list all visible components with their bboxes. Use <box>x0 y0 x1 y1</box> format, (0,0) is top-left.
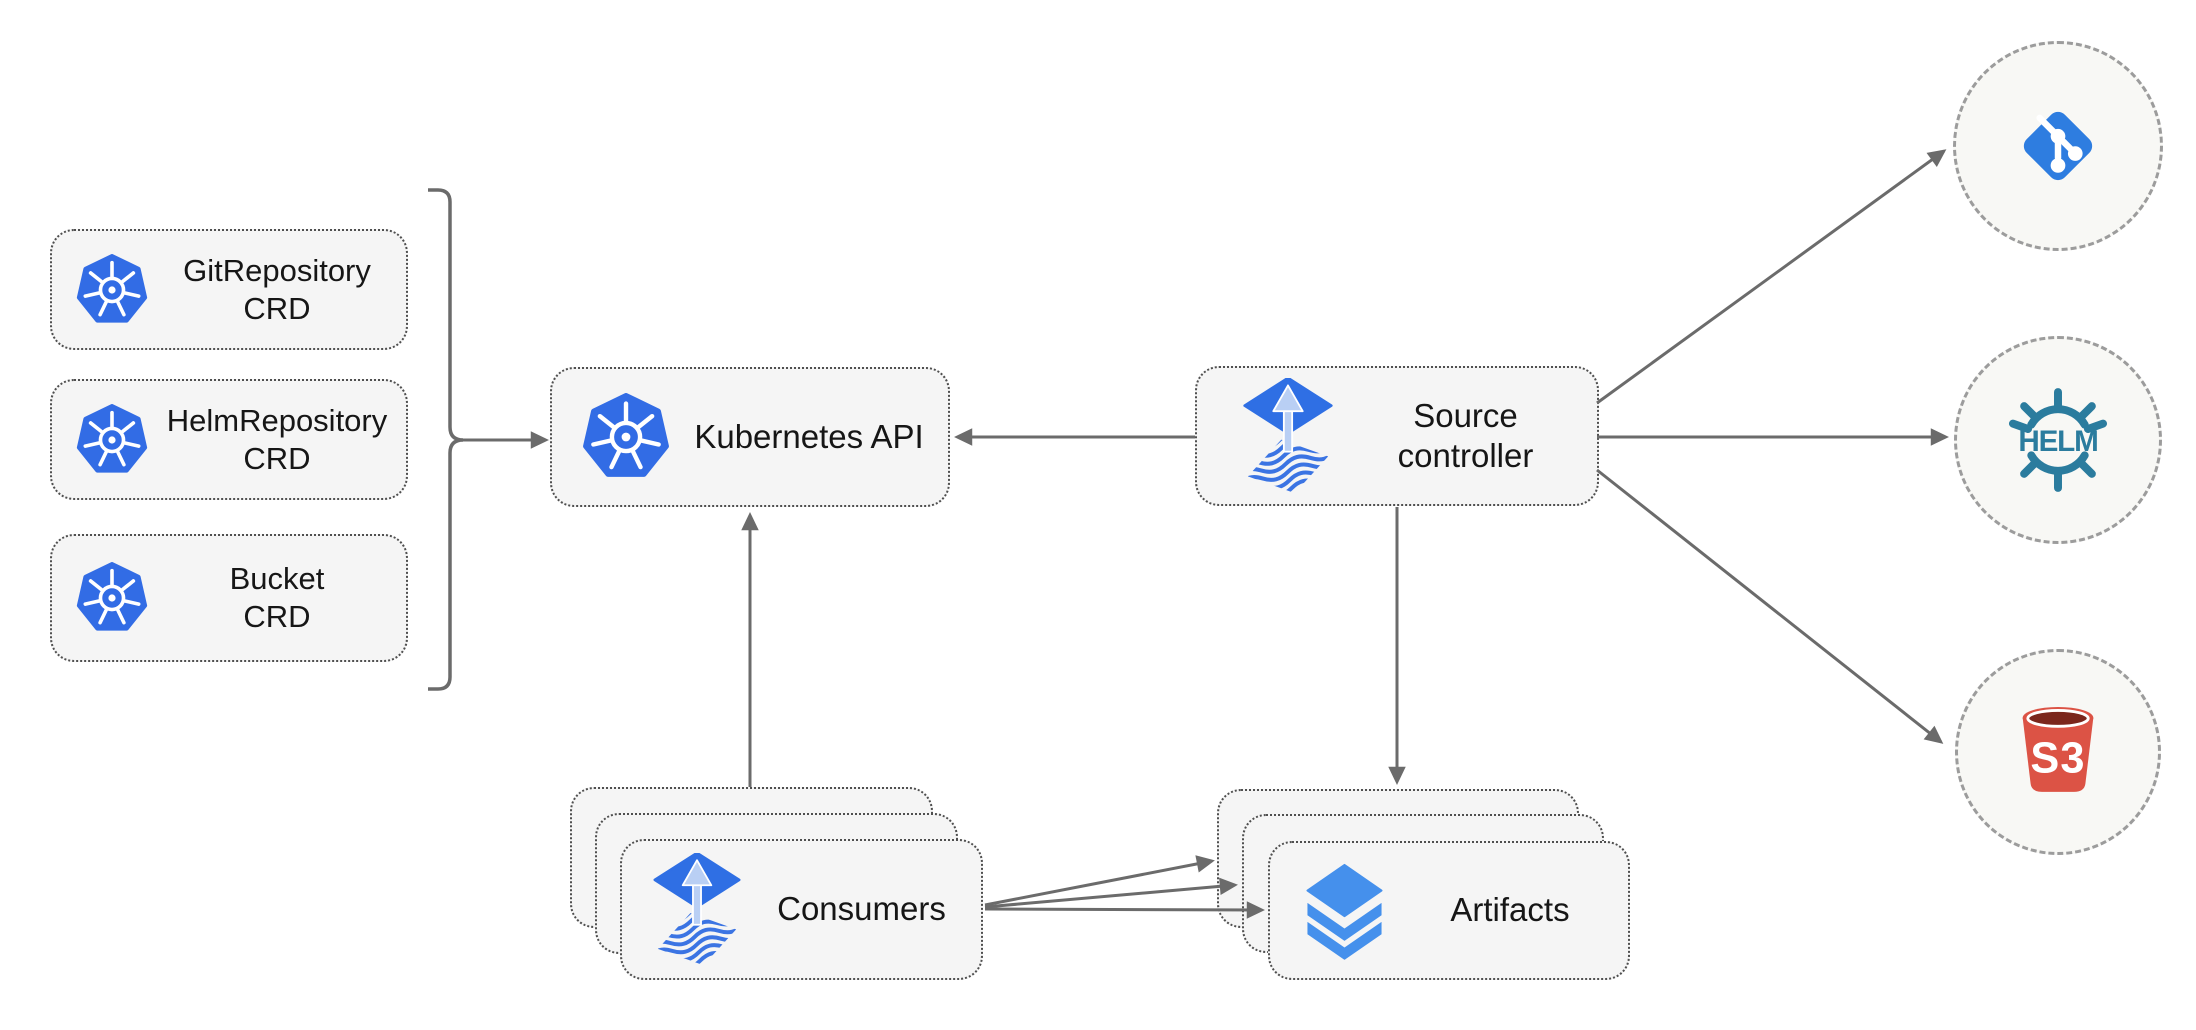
kubernetes-icon <box>582 393 670 481</box>
flux-icon <box>1242 378 1334 494</box>
node-consumers: Consumers <box>620 839 983 980</box>
node-label-line2: CRD <box>243 440 311 476</box>
flux-icon <box>652 853 742 966</box>
node-label-line1: HelmRepository <box>166 402 388 438</box>
node-label: Consumers <box>742 889 981 929</box>
helm-wordmark: HELM <box>2018 425 2097 458</box>
kubernetes-icon <box>76 404 148 476</box>
node-s3-source: S3 <box>1955 649 2161 855</box>
edge-consumers-to-artifacts-2 <box>984 877 1238 909</box>
git-icon <box>2004 92 2112 200</box>
source-controller-label-line2: controller <box>1397 437 1534 474</box>
node-label: Artifacts <box>1392 890 1628 930</box>
node-label-line1: GitRepository <box>183 252 371 288</box>
node-helmrepository-crd: HelmRepository CRD <box>50 379 408 500</box>
s3-wordmark: S3 <box>2030 735 2085 783</box>
kubernetes-api-label: Kubernetes API <box>694 417 924 455</box>
edge-source-controller-to-s3 <box>1596 468 1944 744</box>
kubernetes-icon <box>76 254 148 326</box>
node-artifacts: Artifacts <box>1268 841 1630 980</box>
layers-icon <box>1297 861 1392 960</box>
edge-source-controller-to-git <box>1596 149 1947 405</box>
edge-consumers-to-artifacts-1 <box>984 855 1215 907</box>
helm-icon: HELM <box>2001 383 2115 497</box>
node-label: Source controller <box>1334 396 1597 477</box>
source-controller-label-line1: Source <box>1413 396 1518 434</box>
consumers-label: Consumers <box>777 890 946 928</box>
s3-bucket-icon: S3 <box>2001 695 2115 809</box>
kubernetes-icon <box>76 562 148 634</box>
node-kubernetes-api: Kubernetes API <box>550 367 950 507</box>
node-helm-source: HELM <box>1954 336 2162 544</box>
node-label: GitRepository CRD <box>148 252 406 328</box>
node-label: Kubernetes API <box>670 417 948 457</box>
node-label-line2: CRD <box>243 290 311 326</box>
node-git-source <box>1953 41 2163 251</box>
node-gitrepository-crd: GitRepository CRD <box>50 229 408 350</box>
node-label-line1: Bucket <box>229 561 325 597</box>
node-label: Bucket CRD <box>148 560 406 636</box>
node-bucket-crd: Bucket CRD <box>50 534 408 662</box>
crd-group-bracket <box>428 188 464 691</box>
node-source-controller: Source controller <box>1195 366 1599 506</box>
artifacts-label: Artifacts <box>1450 891 1570 929</box>
node-label: HelmRepository CRD <box>148 402 406 478</box>
node-label-line2: CRD <box>243 599 311 634</box>
